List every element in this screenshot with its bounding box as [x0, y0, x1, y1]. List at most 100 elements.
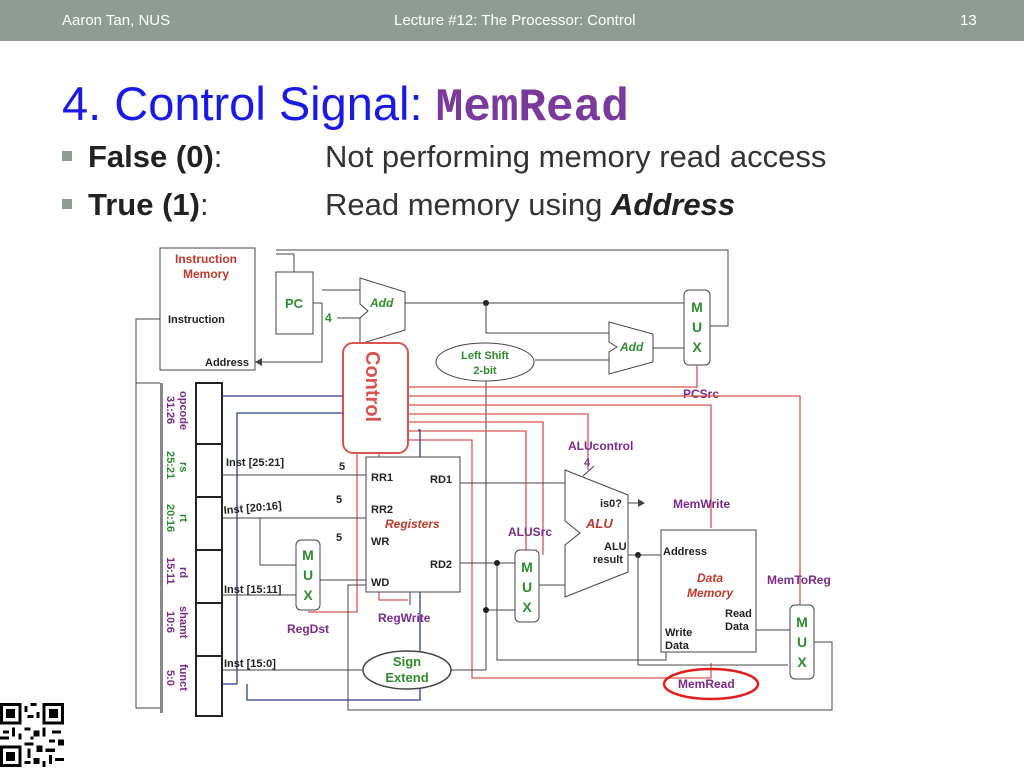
pc-label: PC	[285, 296, 304, 311]
field-shamt: shamt	[177, 606, 189, 639]
memread-highlight	[662, 667, 760, 701]
svg-text:Data: Data	[725, 621, 750, 633]
svg-text:Address: Address	[663, 546, 707, 558]
field-rt: rt	[177, 514, 189, 522]
slide-title: 4. Control Signal: MemRead	[62, 76, 629, 134]
svg-text:M: M	[796, 614, 808, 630]
field-rd: rd	[177, 567, 189, 578]
svg-text:M: M	[691, 299, 703, 315]
svg-text:WD: WD	[371, 577, 389, 589]
svg-text:Sign: Sign	[393, 654, 421, 669]
memread-label: MemRead	[678, 677, 735, 691]
field-opcode: opcode	[177, 391, 189, 430]
bullet-square-icon	[62, 198, 72, 209]
inst-20-16: Inst [20:16]	[223, 500, 282, 517]
svg-text:5: 5	[339, 461, 345, 473]
svg-text:U: U	[522, 579, 532, 595]
field-funct: funct	[177, 664, 189, 691]
alusrc-mux	[514, 549, 540, 623]
adder-label: Add	[369, 296, 394, 310]
bullet-square-icon	[62, 150, 72, 161]
svg-text:5:0: 5:0	[164, 670, 176, 686]
bullet-term: False (0)	[88, 139, 214, 174]
branch-adder	[608, 321, 654, 375]
svg-text:X: X	[692, 339, 702, 355]
instruction-memory-box	[159, 247, 256, 371]
data-memory	[660, 529, 757, 653]
bullet-term: True (1)	[88, 187, 200, 222]
pcsrc-label: PCSrc	[683, 387, 719, 401]
alucontrol-label: ALUcontrol	[568, 439, 633, 453]
author-label: Aaron Tan, NUS	[62, 12, 171, 29]
alu-unit	[564, 469, 629, 598]
title-prefix: 4. Control Signal:	[62, 77, 423, 130]
register-file	[365, 456, 461, 593]
svg-text:10:6: 10:6	[164, 611, 176, 633]
svg-text:RR2: RR2	[371, 504, 393, 516]
memwrite-label: MemWrite	[673, 497, 730, 511]
regwrite-label: RegWrite	[378, 611, 431, 625]
bullet-true: True (1): Read memory using Address	[62, 187, 735, 223]
svg-text:is0?: is0?	[600, 498, 622, 510]
alusrc-label: ALUSrc	[508, 525, 552, 539]
svg-text:U: U	[303, 567, 313, 583]
svg-text:RD2: RD2	[430, 559, 452, 571]
regdst-mux	[295, 539, 321, 611]
svg-text:Write: Write	[665, 627, 692, 639]
lecture-title: Lecture #12: The Processor: Control	[394, 12, 636, 29]
pc-adder	[359, 277, 406, 345]
svg-text:5: 5	[336, 494, 342, 506]
instruction-memory-label: Instruction	[175, 252, 237, 266]
svg-text:Memory: Memory	[183, 267, 229, 281]
svg-text:RR1: RR1	[371, 472, 393, 484]
svg-text:X: X	[303, 587, 313, 603]
svg-text:Read: Read	[725, 608, 752, 620]
inst-15-0: Inst [15:0]	[224, 658, 276, 670]
data-memory-label: Data	[697, 571, 723, 585]
registers-label: Registers	[385, 517, 440, 531]
inst-25-21: Inst [25:21]	[226, 457, 284, 469]
svg-text:ALU: ALU	[604, 541, 627, 553]
svg-text:25:21: 25:21	[164, 451, 176, 479]
svg-text:M: M	[521, 559, 533, 575]
control-label: Control	[361, 351, 383, 422]
instruction-label: Instruction	[168, 314, 225, 326]
page-number: 13	[960, 12, 977, 29]
adder2-label: Add	[619, 340, 644, 354]
svg-text:Left Shift: Left Shift	[461, 350, 509, 362]
svg-text:result: result	[593, 554, 623, 566]
svg-text:Memory: Memory	[687, 586, 734, 600]
svg-text:2-bit: 2-bit	[473, 365, 497, 377]
field-rs: rs	[177, 462, 189, 472]
alu-label: ALU	[585, 516, 613, 531]
inst-15-11: Inst [15:11]	[224, 584, 282, 596]
slide-header: Aaron Tan, NUS Lecture #12: The Processo…	[0, 0, 1024, 41]
memtoreg-label: MemToReg	[767, 573, 831, 587]
four-label: 4	[325, 311, 332, 325]
pc-box	[275, 271, 314, 335]
svg-text:4: 4	[584, 457, 591, 469]
svg-text:X: X	[797, 654, 807, 670]
svg-text:X: X	[522, 599, 532, 615]
svg-text:WR: WR	[371, 536, 389, 548]
svg-text:20:16: 20:16	[164, 504, 176, 532]
bullet-false: False (0): Not performing memory read ac…	[62, 139, 826, 175]
left-shift-unit	[435, 342, 535, 382]
svg-text:Extend: Extend	[385, 670, 428, 685]
bullet-desc: Not performing memory read access	[325, 139, 827, 174]
svg-text:31:26: 31:26	[164, 396, 176, 424]
svg-text:RD1: RD1	[430, 474, 452, 486]
address-label: Address	[205, 357, 249, 369]
svg-text:5: 5	[336, 532, 342, 544]
control-unit	[342, 342, 409, 454]
svg-text:M: M	[302, 547, 314, 563]
svg-text:U: U	[797, 634, 807, 650]
qr-code-icon	[0, 703, 64, 767]
svg-text:U: U	[692, 319, 702, 335]
title-signal: MemRead	[435, 82, 629, 134]
regdst-label: RegDst	[287, 622, 329, 636]
bullet-desc: Read memory using Address	[325, 187, 736, 222]
svg-text:15:11: 15:11	[164, 557, 176, 585]
svg-text:Data: Data	[665, 640, 690, 652]
